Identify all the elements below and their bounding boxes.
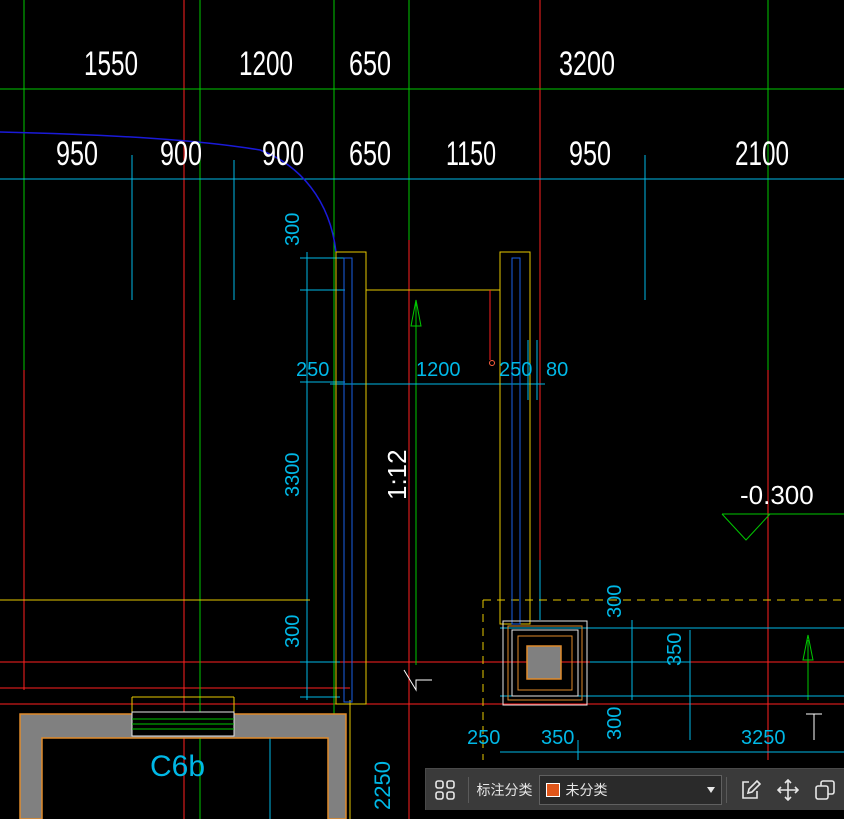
dim-label: 1150 xyxy=(446,135,496,173)
dim-label: 900 xyxy=(262,135,304,173)
move-icon xyxy=(776,778,799,801)
edit-icon xyxy=(742,779,762,799)
dim-label: 300 xyxy=(604,707,626,740)
dim-label: 900 xyxy=(160,135,202,173)
dim-label: 1200 xyxy=(416,359,461,381)
dim-label: 300 xyxy=(282,615,304,648)
dim-label: 350 xyxy=(541,727,574,749)
annotation-category-select[interactable]: 未分类 xyxy=(538,774,723,805)
grid-icon xyxy=(434,779,455,800)
copy-button[interactable] xyxy=(806,770,844,810)
copy-icon xyxy=(815,779,836,800)
annotation-toolbar: 标注分类 未分类 xyxy=(425,768,844,810)
column-block xyxy=(502,620,588,706)
wall-block xyxy=(19,711,347,819)
dim-label: 300 xyxy=(282,213,304,246)
elevation-label: -0.300 xyxy=(740,480,814,510)
move-button[interactable] xyxy=(769,770,807,810)
dim-label: 80 xyxy=(546,359,568,381)
dim-label: 300 xyxy=(604,585,626,618)
ramp-arrow xyxy=(410,299,814,661)
chevron-down-icon xyxy=(707,786,716,793)
dim-label: 3200 xyxy=(559,45,615,83)
dim-label: 950 xyxy=(56,135,98,173)
dim-label: 250 xyxy=(499,359,532,381)
toolbar-divider xyxy=(726,776,728,803)
toolbar-divider xyxy=(467,776,469,803)
ramp-slope-label: 1:12 xyxy=(382,449,412,500)
annotation-category-label: 标注分类 xyxy=(476,782,533,799)
dim-label: 950 xyxy=(569,135,611,173)
dim-label: 250 xyxy=(296,359,329,381)
curve-line xyxy=(0,131,337,253)
dim-label: 1200 xyxy=(239,45,293,83)
dim-label: 3300 xyxy=(282,453,304,498)
edit-button[interactable] xyxy=(731,770,769,810)
top-dimensions-row1: 1550 1200 650 3200 xyxy=(84,45,615,83)
dim-label: 1550 xyxy=(84,45,138,83)
top-dimensions-row2: 950 900 900 650 1150 950 2100 xyxy=(56,135,789,173)
dim-label: 650 xyxy=(349,135,391,173)
dim-label: 250 xyxy=(467,727,500,749)
window-tag-label: C6b xyxy=(150,750,205,783)
dim-label: 2100 xyxy=(735,135,789,173)
grid-button[interactable] xyxy=(426,770,464,810)
left-dimensions: 300 250 3300 300 xyxy=(282,213,329,648)
dim-label: 3250 xyxy=(741,727,786,749)
category-value: 未分类 xyxy=(565,782,608,799)
dim-label: 2250 xyxy=(370,761,395,810)
category-color-swatch xyxy=(545,782,560,797)
elevation-marker xyxy=(721,513,844,541)
dim-label: 650 xyxy=(349,45,391,83)
mid-dimensions: 1200 250 80 xyxy=(416,359,568,381)
dim-label: 350 xyxy=(664,633,686,666)
right-dimensions: 300 350 300 3250 250 350 xyxy=(467,585,786,749)
